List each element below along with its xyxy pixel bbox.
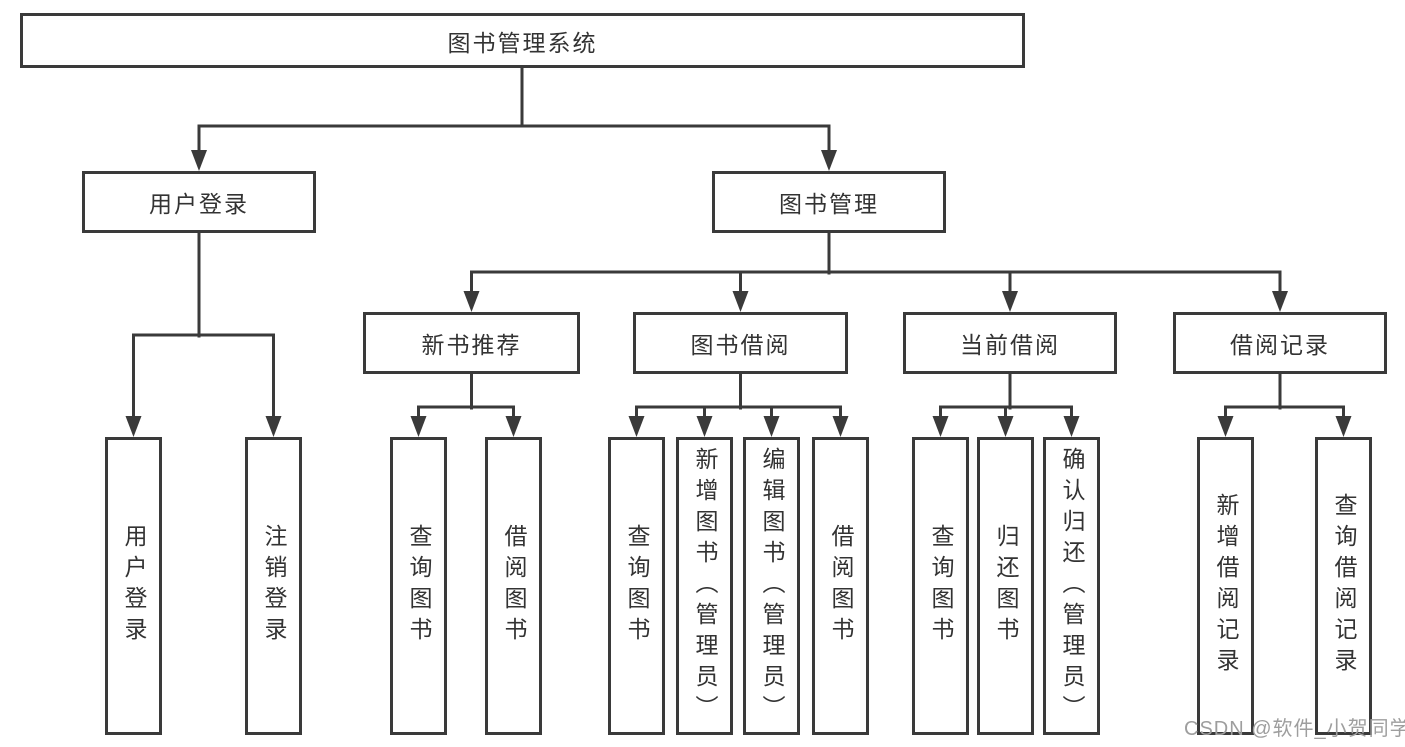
leaf-borrow-query-books-label: 查询图书 [624,524,650,648]
connector-current-to-leaves [939,372,1073,420]
node-borrow-records: 借阅记录 [1173,312,1387,374]
leaf-borrow-edit-books-admin: 编辑图书（管理员） [743,437,800,735]
arrow-down-icon [191,150,207,171]
arrow-down-icon [505,416,522,437]
leaf-borrow-borrow-books: 借阅图书 [812,437,869,735]
leaf-borrow-add-books-admin: 新增图书（管理员） [676,437,733,735]
leaf-current-query-books: 查询图书 [912,437,969,735]
node-book-borrow-label: 图书借阅 [690,332,791,358]
arrow-down-icon [932,416,949,437]
leaf-borrow-query-books: 查询图书 [608,437,665,735]
csdn-watermark: CSDN @软件_小贺同学 [1184,718,1405,740]
connector-records-to-leaves [1224,372,1345,420]
arrow-down-icon [125,416,142,437]
arrow-down-icon [265,416,282,437]
node-user-login: 用户登录 [82,171,316,233]
leaf-newbook-query-books-label: 查询图书 [406,524,432,648]
leaf-current-confirm-return-admin: 确认归还（管理员） [1043,437,1100,735]
leaf-records-query-record: 查询借阅记录 [1315,437,1372,735]
arrow-down-icon [1002,291,1018,312]
connector-paths [132,66,1345,420]
node-root-system: 图书管理系统 [20,13,1025,68]
leaf-logout-label: 注销登录 [261,524,287,648]
node-book-management-label: 图书管理 [779,191,879,217]
leaf-current-confirm-return-admin-label: 确认归还（管理员） [1059,446,1085,726]
node-borrow-records-label: 借阅记录 [1230,332,1330,358]
leaf-user-login-label: 用户登录 [121,524,147,648]
arrow-down-icon [1063,416,1080,437]
leaf-records-query-record-label: 查询借阅记录 [1331,493,1357,679]
leaf-current-return-books-label: 归还图书 [993,524,1019,648]
arrow-down-icon [1272,291,1288,312]
leaf-logout: 注销登录 [245,437,302,735]
node-new-book-recommend-label: 新书推荐 [421,332,522,358]
leaf-user-login: 用户登录 [105,437,162,735]
arrow-down-icon [997,416,1014,437]
arrow-down-icon [821,150,837,171]
leaf-current-query-books-label: 查询图书 [928,524,954,648]
arrowhead-icons [125,150,1352,437]
node-book-management: 图书管理 [712,171,946,233]
leaf-records-add-record-label: 新增借阅记录 [1213,493,1239,679]
leaf-newbook-borrow-books: 借阅图书 [485,437,542,735]
arrow-down-icon [463,291,480,312]
leaf-current-return-books: 归还图书 [977,437,1034,735]
leaf-borrow-edit-books-admin-label: 编辑图书（管理员） [759,446,785,726]
node-current-borrow-label: 当前借阅 [960,332,1060,358]
arrow-down-icon [832,416,849,437]
arrow-down-icon [1217,416,1234,437]
leaf-borrow-add-books-admin-label: 新增图书（管理员） [692,446,718,726]
node-root-label: 图书管理系统 [447,29,598,56]
connector-mgmt-to-level3 [470,231,1282,295]
arrow-down-icon [732,291,749,312]
connector-login-to-leaves [132,231,275,420]
connector-root-to-level2 [197,66,831,154]
node-book-borrow: 图书借阅 [633,312,848,374]
node-new-book-recommend: 新书推荐 [363,312,580,374]
leaf-newbook-borrow-books-label: 借阅图书 [501,524,527,648]
arrow-down-icon [628,416,645,437]
arrow-down-icon [763,416,780,437]
arrow-down-icon [1335,416,1352,437]
node-current-borrow: 当前借阅 [903,312,1117,374]
node-user-login-label: 用户登录 [149,191,249,217]
leaf-newbook-query-books: 查询图书 [390,437,447,735]
arrow-down-icon [696,416,713,437]
connector-borrow-to-leaves [635,372,842,420]
leaf-borrow-borrow-books-label: 借阅图书 [828,524,854,648]
connector-newbook-to-leaves [417,372,515,420]
leaf-records-add-record: 新增借阅记录 [1197,437,1254,735]
arrow-down-icon [410,416,427,437]
